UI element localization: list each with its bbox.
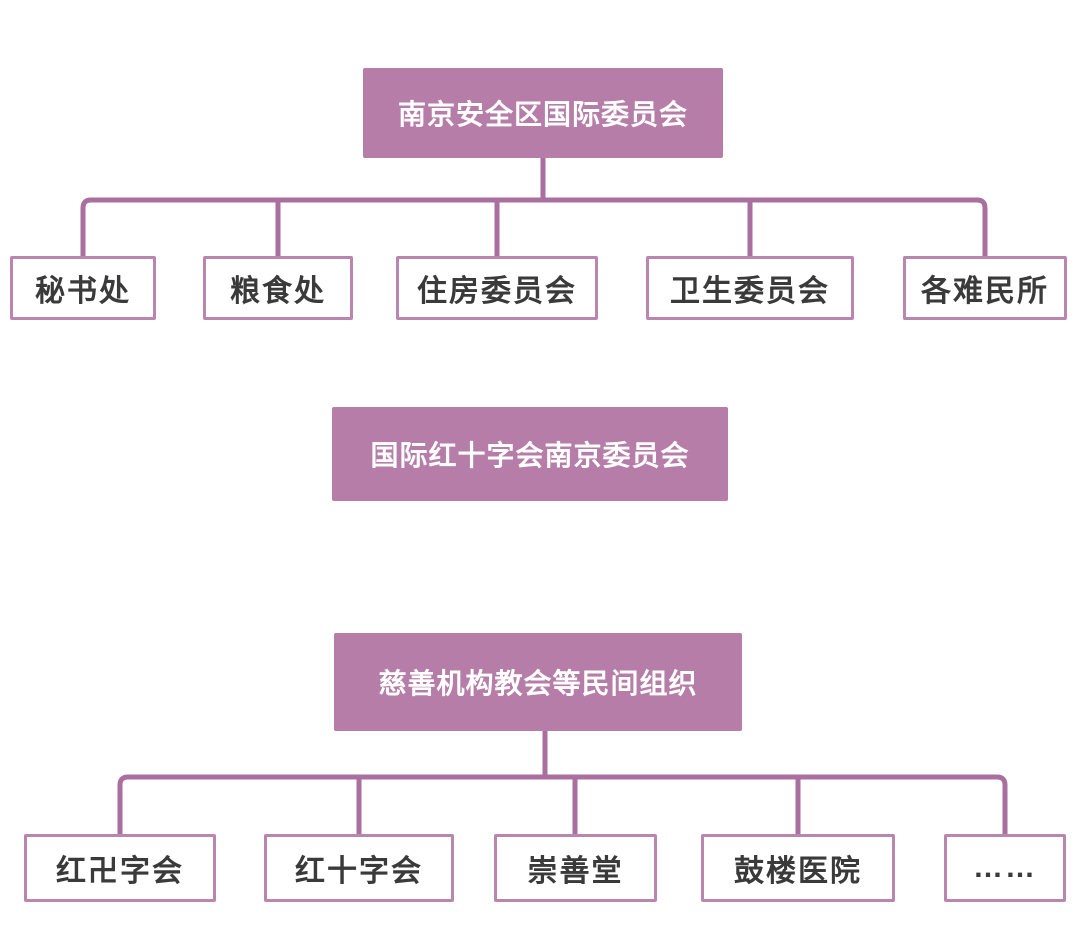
node-refugee-camps: 各难民所 bbox=[903, 256, 1067, 320]
node-charity-church-civil-organizations: 慈善机构教会等民间组织 bbox=[334, 633, 742, 731]
node-ellipsis-others: …… bbox=[944, 834, 1066, 902]
node-nanjing-safety-zone-international-committee: 南京安全区国际委员会 bbox=[363, 68, 723, 158]
node-secretariat: 秘书处 bbox=[10, 256, 156, 320]
node-red-swastika-society: 红卍字会 bbox=[24, 834, 216, 902]
connector-bottom-rail bbox=[117, 774, 1008, 834]
connector-top-rail bbox=[80, 197, 988, 256]
node-international-red-cross-nanjing-committee: 国际红十字会南京委员会 bbox=[332, 407, 728, 501]
node-chongshantang: 崇善堂 bbox=[494, 834, 657, 902]
node-red-cross-society: 红十字会 bbox=[264, 834, 454, 902]
node-food-department: 粮食处 bbox=[203, 256, 353, 320]
node-gulou-hospital: 鼓楼医院 bbox=[701, 834, 895, 902]
node-housing-committee: 住房委员会 bbox=[396, 256, 598, 320]
node-health-committee: 卫生委员会 bbox=[646, 256, 854, 320]
